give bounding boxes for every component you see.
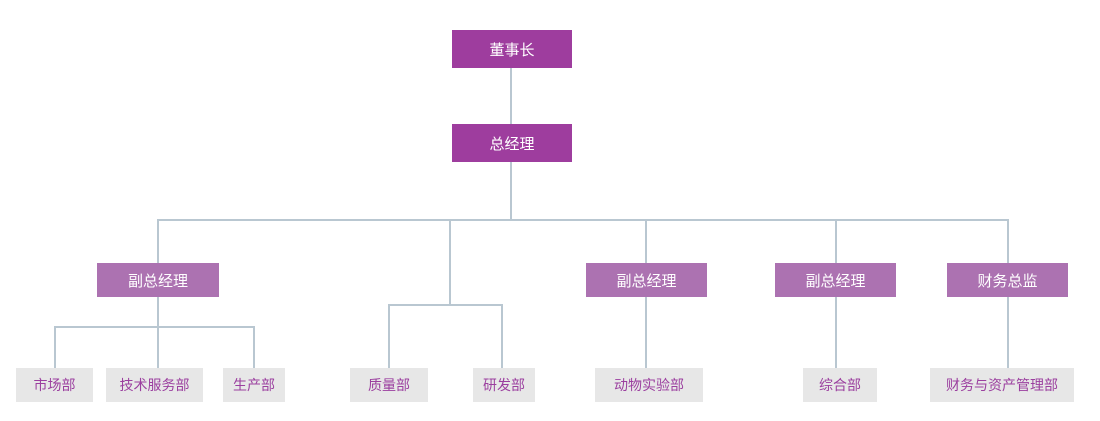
connector-deputy-gm-1-stem xyxy=(157,297,159,327)
org-node-deputy-gm-3: 副总经理 xyxy=(775,263,896,297)
connector-drop-marketing xyxy=(54,326,56,368)
connector-drop-tech-service xyxy=(157,326,159,368)
connector-drop-quality xyxy=(388,304,390,368)
connector-deputy-gm-1-horizontal xyxy=(54,326,255,328)
org-node-chairman: 董事长 xyxy=(452,30,572,68)
connector-drop-deputy-gm-1 xyxy=(157,219,159,263)
org-node-general-manager: 总经理 xyxy=(452,124,572,162)
connector-drop-general-affairs xyxy=(835,297,837,368)
org-node-marketing-dept: 市场部 xyxy=(16,368,93,402)
connector-drop-rnd xyxy=(501,304,503,368)
connector-quality-rnd-horizontal xyxy=(388,304,503,306)
connector-drop-quality-rnd xyxy=(449,219,451,305)
connector-drop-finance-director xyxy=(1007,219,1009,263)
connector-drop-deputy-gm-3 xyxy=(835,219,837,263)
connector-main-horizontal xyxy=(157,219,1009,221)
org-node-quality-dept: 质量部 xyxy=(350,368,428,402)
org-node-finance-director: 财务总监 xyxy=(947,263,1068,297)
org-node-general-affairs-dept: 综合部 xyxy=(803,368,877,402)
org-node-tech-service-dept: 技术服务部 xyxy=(106,368,203,402)
connector-drop-production xyxy=(253,326,255,368)
org-node-deputy-gm-2: 副总经理 xyxy=(586,263,707,297)
org-node-animal-lab-dept: 动物实验部 xyxy=(595,368,703,402)
org-node-deputy-gm-1: 副总经理 xyxy=(97,263,219,297)
connector-drop-deputy-gm-2 xyxy=(645,219,647,263)
connector-drop-animal-lab xyxy=(645,297,647,368)
connector-drop-finance-asset xyxy=(1007,297,1009,368)
connector-gm-mainline xyxy=(510,162,512,220)
org-node-production-dept: 生产部 xyxy=(223,368,285,402)
connector-chairman-gm xyxy=(510,68,512,124)
org-node-rnd-dept: 研发部 xyxy=(473,368,535,402)
org-node-finance-asset-dept: 财务与资产管理部 xyxy=(930,368,1074,402)
